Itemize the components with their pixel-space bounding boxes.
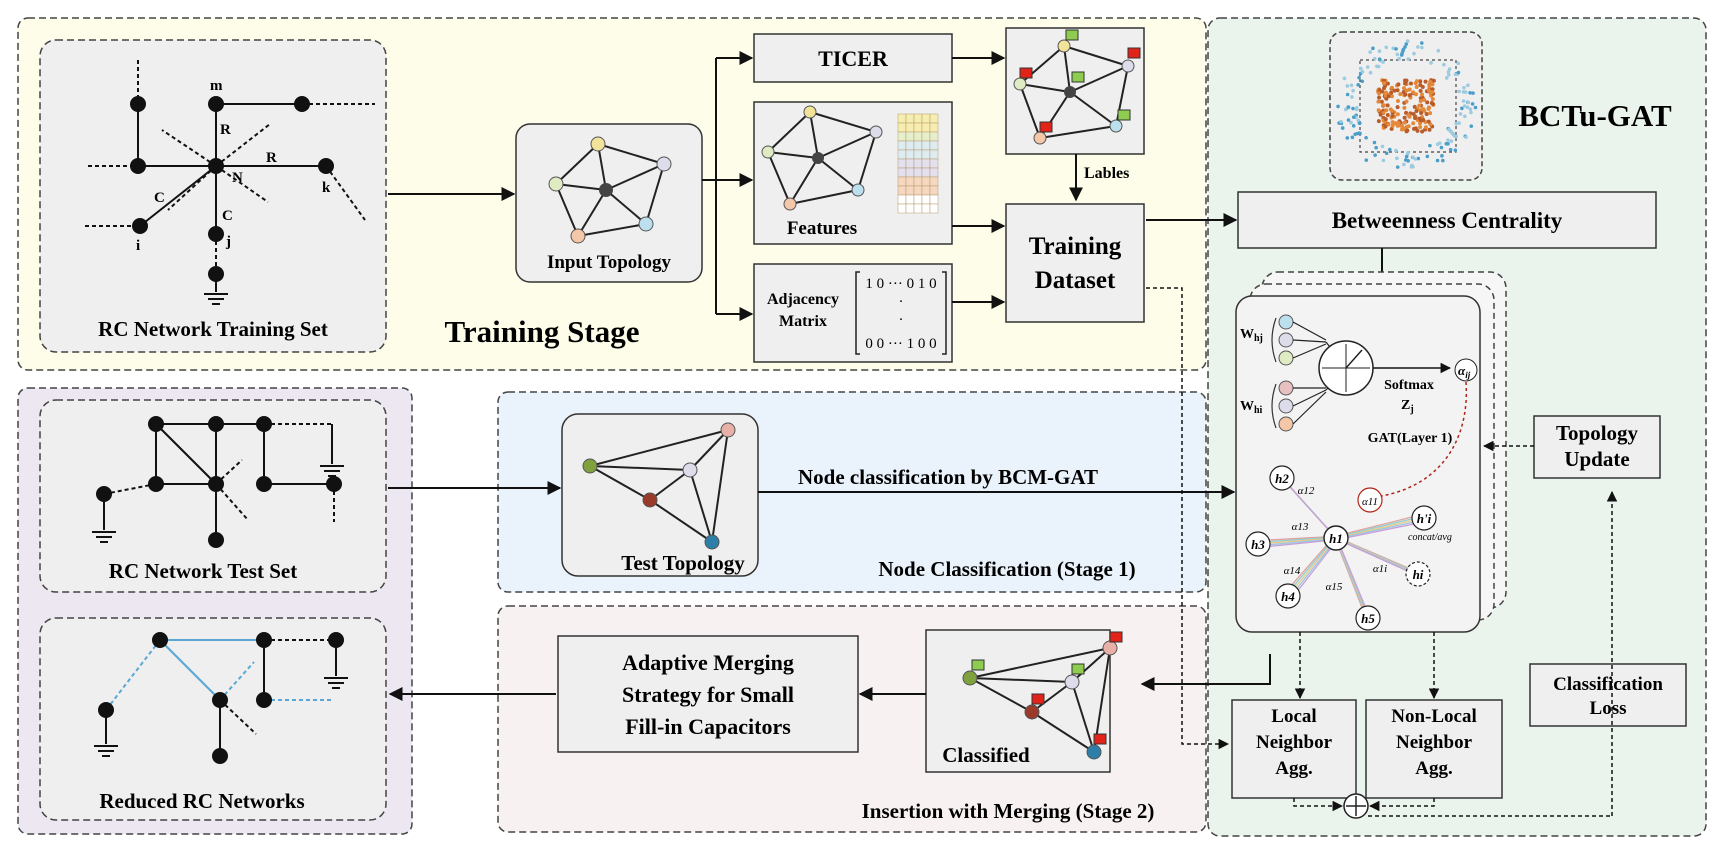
matrix-row-3: · (899, 312, 904, 328)
training-stage-title: Training Stage (445, 314, 640, 349)
svg-text:h4: h4 (1281, 589, 1295, 604)
rc-test-set-panel: RC Network Test Set (39, 399, 387, 593)
reduced-rc-networks-panel: Reduced RC Networks (39, 617, 387, 821)
w-hi-label: Whi (1240, 399, 1263, 416)
node-label-m: m (210, 78, 223, 94)
attention-aggregation-star: h2 h3 h4 h5 hi h'i h1 α12 α13 α11 α14 α15 α1i concat/… (1245, 465, 1452, 631)
resistor-label-r1: R (220, 122, 231, 138)
rc-training-set-label: RC Network Training Set (98, 317, 328, 341)
matrix-row-2: · (899, 294, 904, 310)
betweenness-scatter-plot (1329, 31, 1483, 181)
features-label: Features (787, 218, 857, 239)
gat-layer-label: GAT(Layer 1) (1368, 431, 1453, 446)
test-topology-label: Test Topology (621, 551, 745, 575)
dotted-dataset-to-local-agg (1146, 287, 1230, 750)
svg-text:α15: α15 (1326, 581, 1343, 593)
capacitor-label-c2: C (222, 208, 233, 224)
dotted-local-to-sum (1293, 798, 1344, 812)
w-hj-label: Whj (1240, 327, 1263, 344)
stage2-label: Insertion with Merging (Stage 2) (862, 799, 1155, 823)
svg-text:concat/avg: concat/avg (1408, 532, 1452, 543)
labels-text: Lables (1084, 165, 1129, 182)
svg-text:h2: h2 (1275, 471, 1289, 486)
node-label-n: N (232, 170, 243, 186)
reduced-rc-networks-label: Reduced RC Networks (99, 789, 304, 813)
local-agg-box (1231, 699, 1357, 799)
gat-layer-stack: Whj Whi αij Softmax Zj GAT(Layer 1) h2 h3… (1235, 271, 1507, 633)
features-box: Features (753, 101, 953, 245)
matrix-row-1: 1 0 ··· 0 1 0 (865, 276, 936, 292)
svg-text:α14: α14 (1284, 565, 1301, 577)
adaptive-merging-box (557, 635, 859, 753)
svg-text:h1: h1 (1329, 531, 1343, 546)
classified-label: Classified (942, 743, 1030, 767)
svg-text:h'i: h'i (1417, 511, 1432, 526)
svg-text:h3: h3 (1251, 537, 1265, 552)
svg-text:hi: hi (1413, 567, 1424, 582)
stage1-label: Node Classification (Stage 1) (878, 557, 1135, 581)
svg-text:α12: α12 (1298, 485, 1315, 497)
zj-label: Zj (1401, 398, 1414, 415)
labeled-graph-box (1005, 27, 1145, 155)
ticer-label: TICER (818, 46, 889, 71)
svg-text:α11: α11 (1362, 496, 1378, 508)
svg-text:α1i: α1i (1373, 563, 1387, 575)
feature-matrix-grid (897, 113, 939, 214)
capacitor-label-c1: C (154, 190, 165, 206)
ticer-box (753, 33, 953, 83)
rc-test-set-label: RC Network Test Set (109, 559, 297, 583)
sum-operator-icon (1343, 793, 1369, 819)
test-topology-box: Test Topology (561, 413, 759, 577)
classification-loss-box (1529, 663, 1687, 727)
input-topology-box: Input Topology (515, 123, 703, 283)
node-classification-arrow-label: Node classification by BCM-GAT (798, 465, 1098, 489)
arrow-gat-to-classified (1140, 654, 1271, 691)
rc-training-set-panel: m R R N C C i j k RC Network Training Se… (39, 39, 387, 353)
node-label-j: j (225, 234, 231, 250)
classified-graph-box: Classified (925, 629, 1123, 773)
attention-feedback-curve (1364, 381, 1468, 503)
matrix-row-4: 0 0 ··· 1 0 0 (865, 336, 936, 352)
svg-text:h5: h5 (1361, 611, 1375, 626)
resistor-label-r2: R (266, 150, 277, 166)
node-label-i: i (136, 238, 140, 254)
topology-update-box (1533, 415, 1661, 479)
alpha-ij-node (1454, 358, 1478, 382)
softmax-label: Softmax (1384, 378, 1434, 393)
betweenness-centrality-label: Betweenness Centrality (1332, 208, 1563, 233)
training-dataset-box (1005, 203, 1145, 323)
input-topology-label: Input Topology (547, 252, 672, 273)
alpha-ij-label: αij (1458, 363, 1471, 380)
bctu-gat-title: BCTu-GAT (1518, 98, 1672, 133)
svg-text:α13: α13 (1292, 521, 1309, 533)
node-label-k: k (322, 180, 331, 196)
nonlocal-agg-box (1365, 699, 1503, 799)
dotted-nonlocal-to-sum (1368, 798, 1435, 812)
betweenness-centrality-box (1237, 191, 1657, 249)
